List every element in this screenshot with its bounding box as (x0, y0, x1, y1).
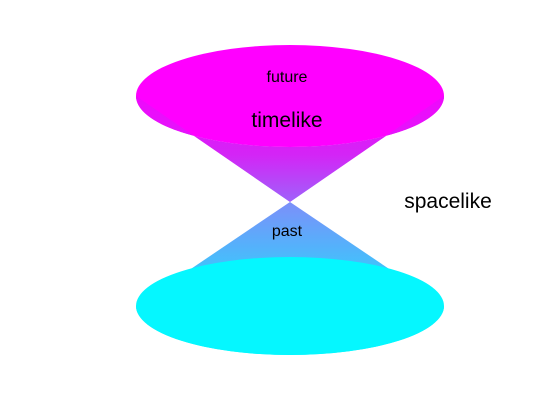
past-cone (136, 202, 444, 355)
future-cone-top (136, 45, 444, 147)
past-label: past (272, 223, 303, 240)
future-label: future (267, 69, 308, 86)
past-cone-bottom (136, 257, 444, 355)
future-cone (136, 45, 444, 202)
spacelike-label: spacelike (404, 190, 492, 213)
future-cone-rim-shade (136, 96, 444, 202)
timelike-label: timelike (251, 109, 322, 132)
